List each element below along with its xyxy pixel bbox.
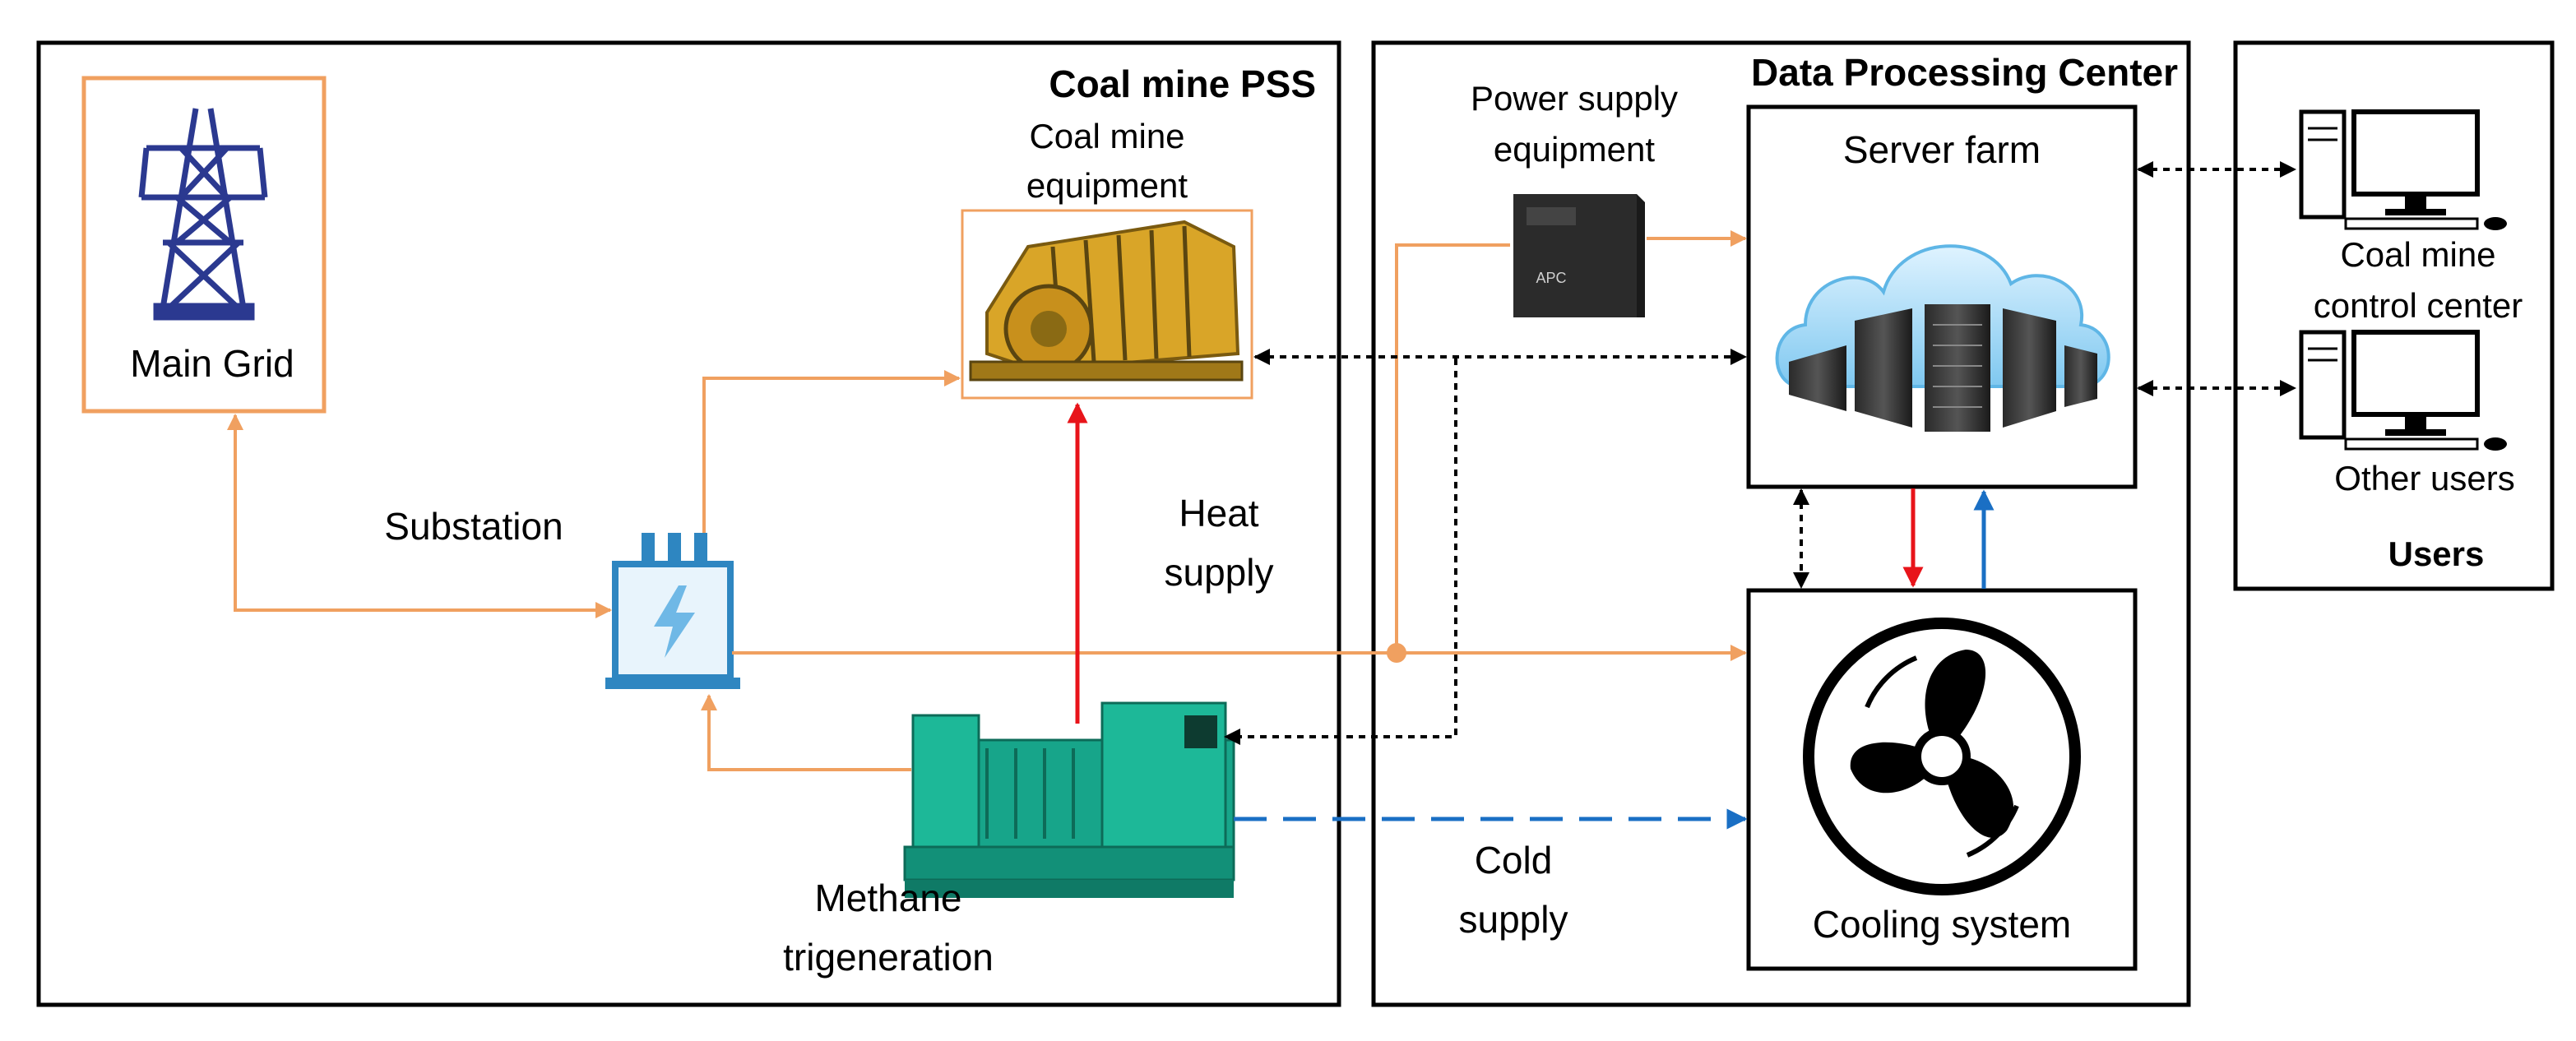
coal-mine-pss-region bbox=[36, 40, 1341, 1007]
ups-icon: APC bbox=[1513, 194, 1645, 317]
coal-mine-pss-title: Coal mine PSS bbox=[1049, 62, 1316, 105]
heat-supply-label-line2: supply bbox=[1165, 551, 1274, 594]
transmission-tower-icon bbox=[138, 108, 268, 321]
other-users-computer-icon bbox=[2299, 330, 2507, 451]
control-center-label-line2: control center bbox=[2314, 286, 2523, 325]
data-flows bbox=[1224, 161, 2296, 745]
server-farm-label: Server farm bbox=[1843, 128, 2041, 171]
control-center-label-line1: Coal mine bbox=[2340, 235, 2495, 274]
methane-generator-icon bbox=[903, 701, 1235, 898]
grid-substation-link bbox=[227, 414, 612, 618]
substation-label: Substation bbox=[384, 505, 563, 548]
cloud-servers-icon bbox=[1775, 244, 2110, 432]
cooling-system-label: Cooling system bbox=[1813, 903, 2071, 946]
coal-equipment-label-line1: Coal mine bbox=[1029, 117, 1184, 155]
substation-to-equipment-link bbox=[702, 370, 961, 533]
power-supply-label-line1: Power supply bbox=[1471, 79, 1678, 118]
generator-to-substation-link bbox=[701, 694, 911, 771]
data-processing-center-title: Data Processing Center bbox=[1751, 51, 2178, 94]
mining-machine-icon bbox=[969, 220, 1244, 382]
junction-to-ups-link bbox=[1395, 243, 1510, 653]
methane-label-line1: Methane bbox=[814, 877, 961, 919]
users-title: Users bbox=[2388, 534, 2485, 573]
heat-supply-label-line1: Heat bbox=[1179, 492, 1258, 534]
power-supply-label-line2: equipment bbox=[1494, 130, 1655, 169]
fan-icon bbox=[1803, 618, 2081, 895]
generator-data-link bbox=[1235, 357, 1457, 738]
cold-supply-label-line1: Cold bbox=[1475, 839, 1553, 881]
methane-label-line2: trigeneration bbox=[783, 936, 994, 979]
control-center-computer-icon bbox=[2299, 109, 2507, 230]
other-users-label: Other users bbox=[2334, 459, 2514, 497]
substation-transformer-icon bbox=[605, 533, 740, 689]
data-processing-center-region bbox=[1371, 40, 2191, 1007]
main-grid-box bbox=[81, 76, 327, 414]
coal-equipment-label-line2: equipment bbox=[1026, 166, 1188, 205]
users-region bbox=[2233, 40, 2555, 591]
ups-brand-label: APC bbox=[1536, 270, 1566, 286]
power-flows bbox=[227, 230, 1747, 771]
power-junction-dot bbox=[1387, 643, 1406, 663]
cold-supply-label-line2: supply bbox=[1459, 898, 1568, 941]
main-grid-label: Main Grid bbox=[130, 342, 294, 385]
